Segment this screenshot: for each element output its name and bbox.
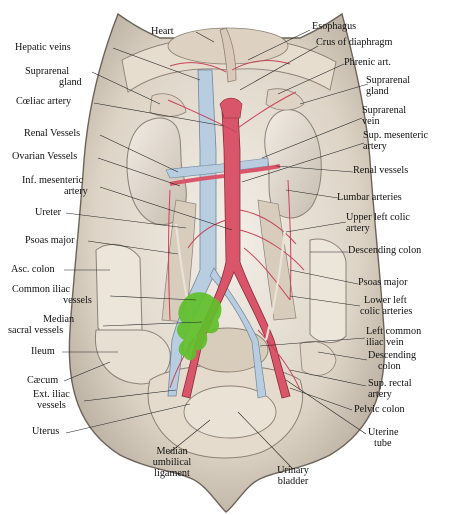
label-suprarenal-gland-left-2: gland bbox=[366, 86, 389, 97]
label-median-sacral: Median bbox=[43, 314, 75, 325]
label-ext-iliac-2: vessels bbox=[37, 400, 66, 411]
label-suprarenal-vein: Suprarenal bbox=[362, 105, 407, 116]
label-psoas-major-right: Psoas major bbox=[358, 277, 408, 288]
label-coeliac-artery: Cœliac artery bbox=[16, 96, 72, 107]
label-inf-mesenteric-2: artery bbox=[64, 186, 88, 197]
label-urinary-bladder-2: bladder bbox=[277, 476, 309, 487]
label-sup-mesenteric: Sup. mesenteric bbox=[363, 130, 429, 141]
renal-artery-left bbox=[239, 164, 281, 174]
left-ureter bbox=[264, 219, 288, 341]
label-uterus: Uterus bbox=[32, 426, 60, 437]
label-suprarenal-gland-left: Suprarenal bbox=[366, 75, 411, 86]
label-pelvic-colon: Pelvic colon bbox=[354, 404, 405, 415]
label-descending-colon: Descending colon bbox=[348, 245, 422, 256]
label-sup-rectal: Sup. rectal bbox=[368, 378, 412, 389]
label-ext-iliac: Ext. iliac bbox=[33, 389, 70, 400]
renal-vein bbox=[165, 157, 269, 179]
label-lower-left-colic: Lower left bbox=[364, 295, 407, 306]
label-ureter: Ureter bbox=[35, 207, 62, 218]
label-asc-colon: Asc. colon bbox=[11, 264, 55, 275]
bladder bbox=[183, 385, 277, 439]
label-descending-colon-2: Descending bbox=[368, 350, 417, 361]
renal-artery-right bbox=[169, 174, 225, 186]
green-highlight bbox=[176, 292, 222, 361]
left-kidney bbox=[264, 109, 322, 219]
label-renal-vessels-right: Renal vessels bbox=[353, 165, 409, 176]
label-common-iliac: Common iliac bbox=[12, 284, 71, 295]
label-upper-left-colic: Upper left colic bbox=[346, 212, 410, 223]
label-suprarenal-vein-2: vein bbox=[362, 116, 380, 127]
arterial-branches bbox=[167, 60, 305, 391]
left-suprarenal-gland bbox=[265, 88, 305, 111]
label-renal-vessels-left: Renal Vessels bbox=[24, 128, 81, 139]
label-median-umbilical: Median bbox=[156, 446, 188, 457]
label-ovarian-vessels: Ovarian Vessels bbox=[12, 151, 78, 162]
ascending-colon bbox=[95, 243, 143, 338]
label-caecum: Cæcum bbox=[27, 375, 59, 386]
label-inf-mesenteric: Inf. mesenteric bbox=[22, 175, 84, 186]
right-suprarenal-gland bbox=[149, 93, 187, 117]
label-crus-of-diaphragm: Crus of diaphragm bbox=[316, 37, 393, 48]
label-lumbar-arteries: Lumbar arteries bbox=[337, 192, 402, 203]
label-upper-left-colic-2: artery bbox=[346, 223, 370, 234]
label-uterine-tube: Uterine bbox=[368, 427, 399, 438]
label-lower-left-colic-2: colic arteries bbox=[360, 306, 413, 317]
label-uterine-tube-2: tube bbox=[374, 438, 392, 449]
label-left-common-iliac-2: iliac vein bbox=[366, 337, 404, 348]
label-urinary-bladder: Urinary bbox=[277, 465, 309, 476]
label-descending-colon-2b: colon bbox=[378, 361, 401, 372]
label-hepatic-veins: Hepatic veins bbox=[15, 42, 71, 53]
leader-lines bbox=[62, 29, 369, 469]
label-suprarenal-gland-right-2: gland bbox=[59, 77, 82, 88]
label-common-iliac-2: vessels bbox=[63, 295, 92, 306]
label-suprarenal-gland-right: Suprarenal bbox=[25, 66, 70, 77]
label-median-umbilical-3: ligament bbox=[154, 468, 190, 479]
label-sup-rectal-2: artery bbox=[368, 389, 392, 400]
label-phrenic-art: Phrenic art. bbox=[344, 57, 391, 68]
label-left-common-iliac: Left common bbox=[366, 326, 422, 337]
label-esophagus: Esophagus bbox=[312, 21, 357, 32]
label-heart: Heart bbox=[151, 26, 174, 37]
aortic-hiatus bbox=[219, 97, 243, 119]
label-sup-mesenteric-2: artery bbox=[363, 141, 387, 152]
label-median-umbilical-2: umbilical bbox=[152, 457, 192, 468]
esophagus bbox=[219, 27, 237, 83]
label-median-sacral-2: sacral vessels bbox=[8, 325, 64, 336]
label-psoas-major-left: Psoas major bbox=[25, 235, 75, 246]
descending-colon bbox=[309, 238, 347, 343]
label-ileum: Ileum bbox=[31, 346, 55, 357]
